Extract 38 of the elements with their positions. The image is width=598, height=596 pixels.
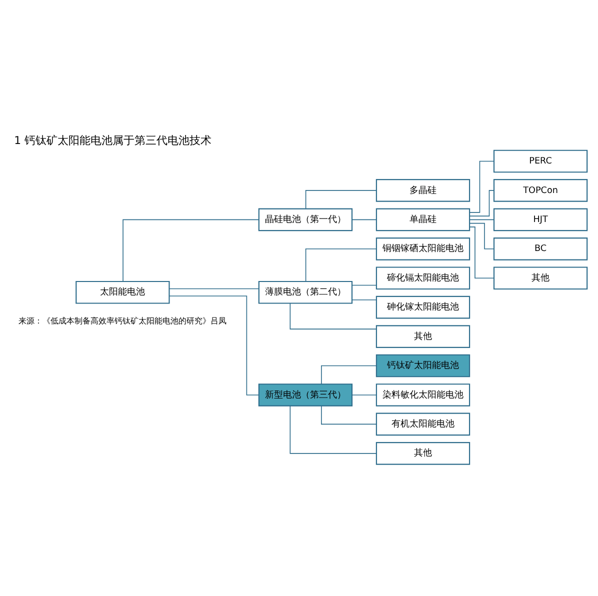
diagram-title: 1 钙钛矿太阳能电池属于第三代电池技术 — [14, 134, 212, 147]
connector — [321, 364, 377, 384]
node-box: 砷化镓太阳能电池 — [376, 295, 470, 318]
node-box: TOPCon — [493, 178, 588, 202]
node-box: BC — [493, 236, 588, 260]
node-box: 钙钛矿太阳能电池 — [376, 354, 470, 377]
node-box: HJT — [493, 208, 588, 231]
connector — [305, 190, 377, 209]
node-box: 染料敏化太阳能电池 — [376, 383, 470, 406]
connector — [469, 190, 494, 216]
node-box: 薄膜电池（第二代） — [258, 280, 353, 304]
node-box: 晶硅电池（第一代） — [258, 208, 353, 231]
connector — [469, 222, 494, 249]
node-box: 其他 — [376, 324, 470, 348]
node-box: PERC — [493, 149, 588, 172]
node-box: 其他 — [493, 266, 588, 290]
node-box: 太阳能电池 — [76, 280, 170, 304]
connector — [352, 218, 377, 220]
node-box: 碲化镉太阳能电池 — [376, 266, 470, 290]
connector — [352, 284, 377, 286]
node-box: 其他 — [376, 442, 470, 464]
node-box: 新型电池（第三代） — [258, 383, 353, 406]
connector — [352, 394, 377, 395]
connector — [122, 218, 260, 282]
node-box: 铜铟镓硒太阳能电池 — [376, 236, 470, 260]
connector — [321, 404, 377, 424]
connector — [469, 226, 494, 278]
node-box: 多晶硅 — [376, 178, 470, 202]
connector — [469, 218, 494, 220]
connector — [305, 248, 377, 282]
connector — [290, 302, 377, 329]
connector — [290, 405, 377, 454]
connector — [469, 160, 494, 212]
connector — [168, 288, 260, 289]
node-box: 有机太阳能电池 — [376, 412, 470, 436]
node-box: 单晶硅 — [376, 208, 470, 231]
connector — [352, 298, 377, 300]
caption: 来源：《低成本制备高效率钙钛矿太阳能电池的研究》吕凤 — [18, 315, 227, 326]
